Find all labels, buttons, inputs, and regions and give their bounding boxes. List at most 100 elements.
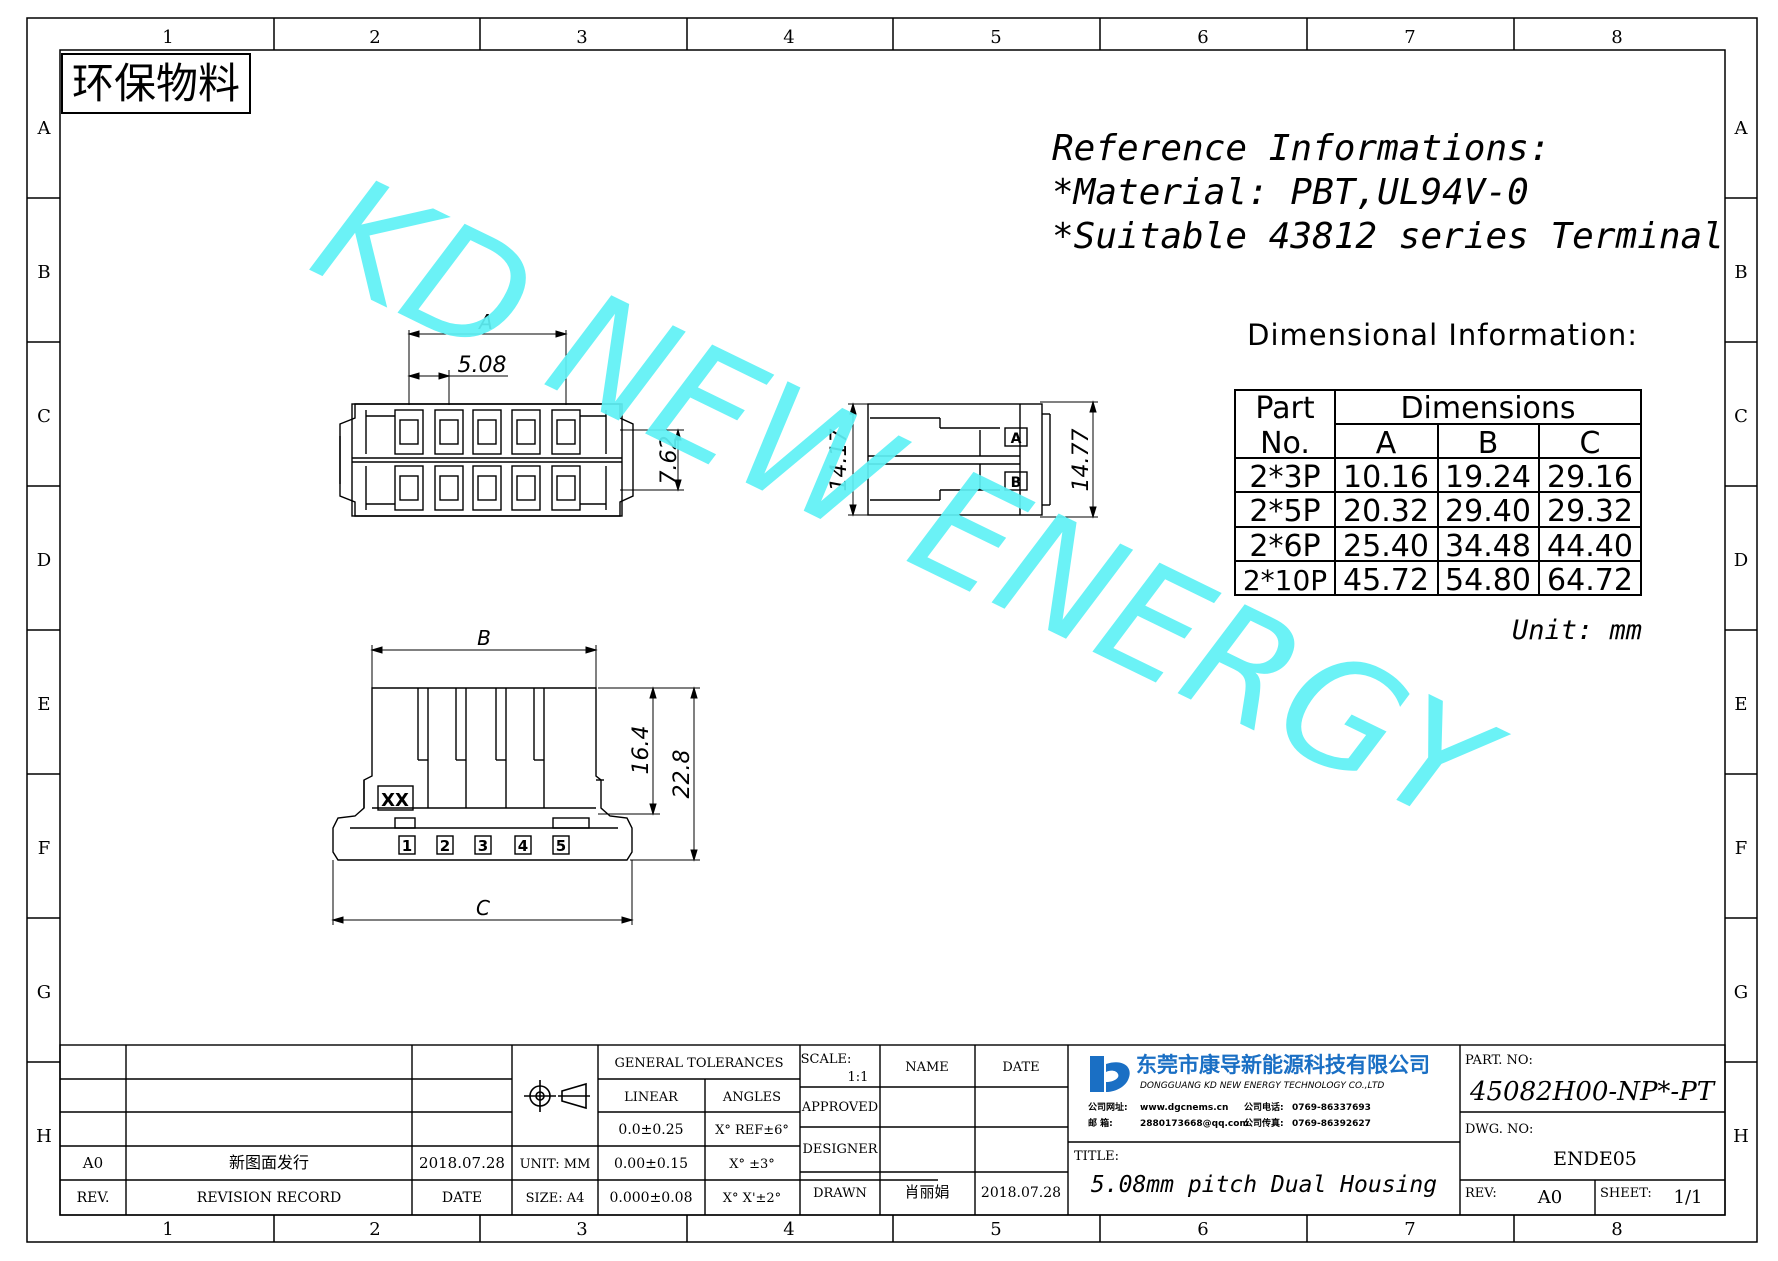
date-label: DATE bbox=[1002, 1060, 1039, 1075]
table-header-part: Part bbox=[1255, 391, 1314, 426]
reference-info: Reference Informations: *Material: PBT,U… bbox=[1052, 128, 1724, 257]
front-view-dims bbox=[407, 330, 684, 492]
rev-header-date: DATE bbox=[442, 1190, 482, 1206]
company-name-en: DONGGUANG KD NEW ENERGY TECHNOLOGY CO.,L… bbox=[1140, 1081, 1384, 1091]
table-row-1-a: 10.16 bbox=[1343, 460, 1429, 495]
row-left-E: E bbox=[37, 694, 50, 715]
website-label: 公司网址: bbox=[1088, 1101, 1128, 1113]
table-header-no: No. bbox=[1260, 426, 1310, 461]
eco-stamp: 环保物料 bbox=[61, 53, 251, 114]
row-left-D: D bbox=[37, 550, 51, 571]
col-top-4: 4 bbox=[783, 27, 794, 48]
dim-a-label: A bbox=[477, 310, 493, 334]
tolerances-title: GENERAL TOLERANCES bbox=[614, 1056, 783, 1071]
row-right-C: C bbox=[1734, 406, 1748, 427]
col-top-6: 6 bbox=[1197, 27, 1208, 48]
side-mark-b: B bbox=[1011, 475, 1022, 491]
dimension-table: Part No. Dimensions A B C 2*3P 10.16 19.… bbox=[1234, 389, 1642, 646]
side-view bbox=[867, 403, 1051, 516]
rev-header-rev: REV. bbox=[77, 1190, 110, 1206]
pin-2: 2 bbox=[440, 837, 450, 855]
row-left-A: A bbox=[37, 118, 52, 139]
rev-label: REV: bbox=[1465, 1186, 1497, 1201]
table-header-dimensions: Dimensions bbox=[1400, 391, 1575, 426]
title-value: 5.08mm pitch Dual Housing bbox=[1091, 1172, 1437, 1198]
reference-line-1: Reference Informations: bbox=[1052, 128, 1551, 169]
table-row-3-c: 44.40 bbox=[1547, 529, 1633, 564]
table-row-3-part: 2*6P bbox=[1249, 529, 1320, 564]
sheet-label: SHEET: bbox=[1600, 1186, 1652, 1201]
linear-label: LINEAR bbox=[624, 1090, 679, 1105]
pin-3: 3 bbox=[478, 837, 488, 855]
col-top-5: 5 bbox=[990, 27, 1001, 48]
col-top-2: 2 bbox=[369, 27, 380, 48]
tol-angle-1: X° REF±6° bbox=[715, 1123, 789, 1138]
row-right-A: A bbox=[1734, 118, 1749, 139]
scale-value: 1:1 bbox=[848, 1070, 869, 1085]
table-header-c: C bbox=[1580, 426, 1601, 461]
name-label: NAME bbox=[905, 1060, 949, 1075]
dwg-no-value: ENDE05 bbox=[1553, 1148, 1637, 1170]
row-right-G: G bbox=[1734, 982, 1748, 1003]
unit-mm: UNIT: MM bbox=[520, 1157, 591, 1172]
reference-line-3: *Suitable 43812 series Terminal bbox=[1052, 216, 1724, 257]
company-contacts: 公司网址: www.dgcnems.cn 公司电话: 0769-86337693… bbox=[1088, 1101, 1371, 1129]
title-block-text: A0 新图面发行 2018.07.28 REV. REVISION RECORD… bbox=[77, 1052, 1062, 1206]
table-row-2-b: 29.40 bbox=[1445, 494, 1531, 529]
table-row-2-part: 2*5P bbox=[1249, 494, 1320, 529]
table-row-2-c: 29.32 bbox=[1547, 494, 1633, 529]
title-block bbox=[59, 1044, 1726, 1216]
col-bottom-7: 7 bbox=[1404, 1219, 1415, 1240]
part-no-value: 45082H00-NP*-PT bbox=[1469, 1077, 1716, 1107]
projection-symbol-icon bbox=[524, 1080, 590, 1112]
col-top-7: 7 bbox=[1404, 27, 1415, 48]
rev-row-rev: A0 bbox=[82, 1154, 103, 1172]
phone-label: 公司电话: bbox=[1244, 1101, 1284, 1113]
tol-angle-3: X° X'±2° bbox=[723, 1191, 781, 1206]
dim-164-label: 16.4 bbox=[629, 726, 654, 775]
reference-line-2: *Material: PBT,UL94V-0 bbox=[1052, 172, 1529, 213]
angles-label: ANGLES bbox=[722, 1090, 781, 1105]
dwg-no-label: DWG. NO: bbox=[1465, 1122, 1533, 1137]
table-row-3-b: 34.48 bbox=[1445, 529, 1531, 564]
pin-numbers: 1 2 3 4 5 bbox=[402, 837, 566, 855]
tol-linear-2: 0.00±0.15 bbox=[614, 1156, 688, 1172]
col-bottom-3: 3 bbox=[576, 1219, 587, 1240]
xx-marking: XX bbox=[381, 790, 409, 811]
size-a4: SIZE: A4 bbox=[526, 1191, 585, 1206]
row-right-B: B bbox=[1734, 262, 1747, 283]
dimensional-title: Dimensional Information: bbox=[1247, 318, 1638, 352]
dim-b-label: B bbox=[477, 626, 491, 650]
designer-label: DESIGNER bbox=[803, 1142, 879, 1157]
dim-1417-label: 14.17 bbox=[827, 429, 852, 492]
tol-linear-1: 0.0±0.25 bbox=[618, 1122, 683, 1138]
title-label: TITLE: bbox=[1074, 1149, 1119, 1164]
col-top-1: 1 bbox=[162, 27, 173, 48]
top-view-dims bbox=[331, 645, 700, 925]
scale-label: SCALE: bbox=[801, 1052, 852, 1067]
pin-1: 1 bbox=[402, 837, 412, 855]
col-bottom-6: 6 bbox=[1197, 1219, 1208, 1240]
fax-value: 0769-86392627 bbox=[1292, 1119, 1371, 1129]
dim-c-label: C bbox=[476, 896, 490, 920]
dim-762-label: 7.62 bbox=[657, 436, 682, 485]
table-header-b: B bbox=[1478, 426, 1499, 461]
row-right-H: H bbox=[1733, 1126, 1749, 1147]
table-row-1-part: 2*3P bbox=[1249, 460, 1320, 495]
col-bottom-5: 5 bbox=[990, 1219, 1001, 1240]
phone-value: 0769-86337693 bbox=[1292, 1103, 1371, 1113]
row-left-C: C bbox=[37, 406, 51, 427]
table-row-4-part: 2*10P bbox=[1243, 564, 1327, 597]
pin-5: 5 bbox=[556, 837, 566, 855]
row-right-D: D bbox=[1734, 550, 1748, 571]
side-mark-a: A bbox=[1011, 431, 1022, 447]
dim-pitch-label: 5.08 bbox=[458, 353, 507, 378]
unit-label: Unit: mm bbox=[1512, 615, 1642, 646]
table-row-1-c: 29.16 bbox=[1547, 460, 1633, 495]
front-view bbox=[339, 403, 634, 517]
part-no-label: PART. NO: bbox=[1465, 1053, 1533, 1068]
dim-1477-label: 14.77 bbox=[1069, 429, 1094, 492]
email-label: 邮 箱: bbox=[1088, 1117, 1113, 1129]
company-logo-icon bbox=[1090, 1056, 1130, 1092]
